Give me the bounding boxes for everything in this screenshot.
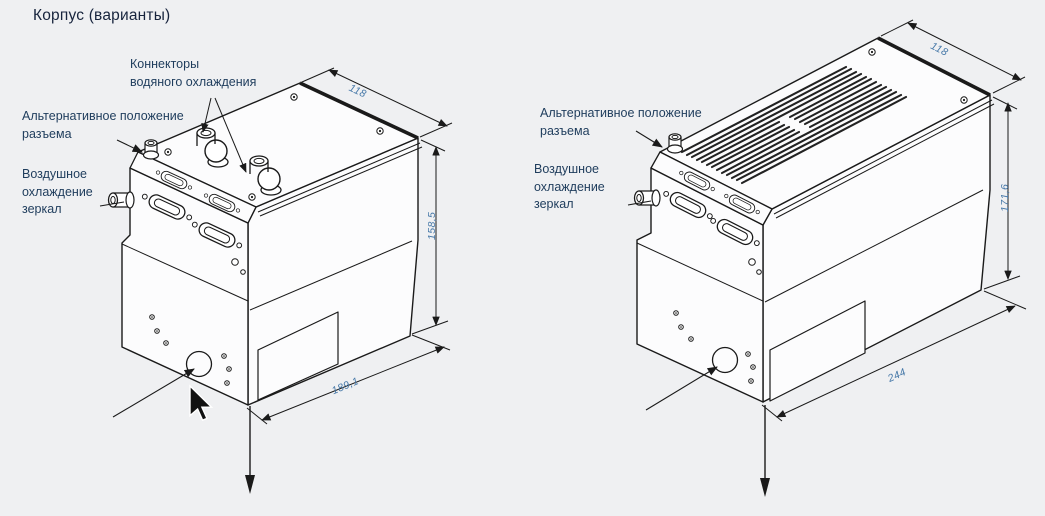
air-cooling-leader-line (627, 200, 652, 206)
right-variant-drawing (627, 19, 1027, 497)
mouse-cursor (189, 384, 214, 422)
air-cooling-leader-line (99, 201, 125, 207)
left-dsub-connectors (139, 166, 246, 275)
alt-connector-arrow (635, 130, 663, 148)
alt-connector-arrow (116, 139, 143, 153)
aperture-leader-arrow (112, 368, 195, 418)
left-air-cooling-label: Воздушное охлаждение зеркал (22, 167, 93, 216)
page-title: Корпус (варианты) (33, 7, 171, 24)
right-dimension-height (983, 96, 1021, 290)
left-dimension-height-label: 158,5 (426, 211, 438, 240)
round-aperture-hole (711, 346, 739, 374)
water-connectors-leader-lines (201, 97, 247, 173)
down-direction-arrow (760, 405, 770, 497)
right-alt-connector-label: Альтернативное положение разъема (540, 106, 702, 138)
left-dimension-height (411, 139, 449, 335)
down-direction-arrow (245, 406, 255, 494)
air-cooling-fitting-icon (107, 191, 135, 209)
cooling-fins (680, 65, 908, 185)
right-dimension-height-label: 171,6 (999, 183, 1011, 212)
round-aperture-hole (185, 350, 213, 378)
aperture-leader-arrow (645, 366, 718, 411)
right-dsub-connectors (660, 167, 763, 275)
left-variant-drawing (99, 67, 453, 494)
left-dimension-width (301, 67, 453, 138)
water-connectors-label: Коннекторы водяного охлаждения (130, 57, 257, 89)
right-dimension-width (880, 19, 1026, 94)
right-air-cooling-label: Воздушное охлаждение зеркал (534, 162, 605, 211)
left-alt-connector-label: Альтернативное положение разъема (22, 109, 184, 141)
